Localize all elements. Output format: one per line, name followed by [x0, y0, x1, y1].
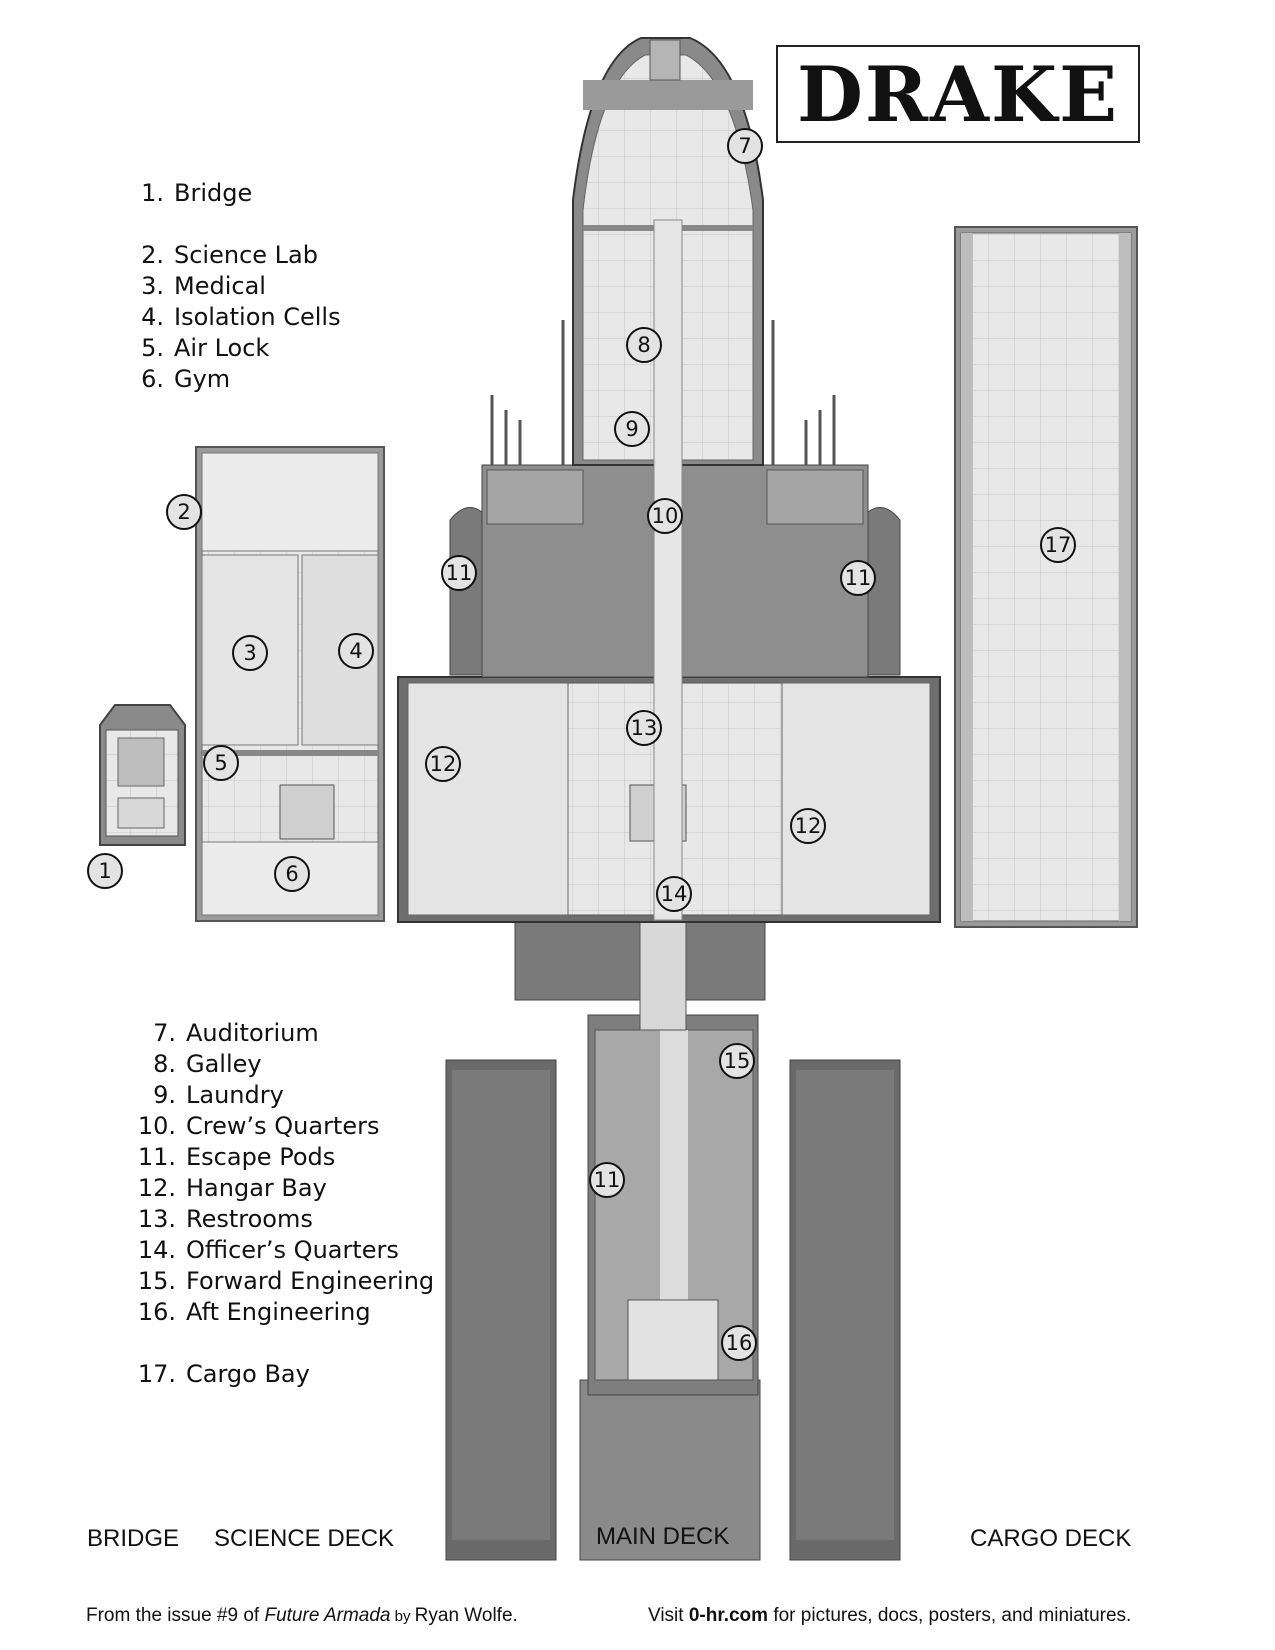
marker-11-left: 11: [441, 555, 477, 591]
marker-6: 6: [274, 856, 310, 892]
svg-text:1: 1: [98, 859, 111, 883]
legend-item: 2.Science Lab: [141, 241, 318, 269]
svg-text:9: 9: [625, 417, 638, 441]
legend-item: 1.Bridge: [141, 179, 253, 207]
ship-title: DRAKE: [796, 49, 1119, 139]
marker-14: 14: [656, 876, 692, 912]
svg-text:8: 8: [637, 333, 650, 357]
marker-16: 16: [721, 1325, 757, 1361]
legend-top: 1.Bridge 2.Science Lab 3.Medical 4.Isola…: [120, 178, 341, 395]
marker-15: 15: [719, 1043, 755, 1079]
svg-text:15: 15: [724, 1049, 751, 1073]
legend-item: 11.Escape Pods: [137, 1143, 336, 1171]
legend-item: 3.Medical: [141, 272, 266, 300]
legend-item: 8.Galley: [153, 1050, 262, 1078]
marker-3: 3: [232, 635, 268, 671]
footer-visit: Visit 0-hr.com for pictures, docs, poste…: [648, 1605, 1132, 1626]
svg-text:12: 12: [430, 752, 457, 776]
svg-text:11: 11: [446, 561, 473, 585]
legend-item: 15.Forward Engineering: [137, 1267, 435, 1295]
marker-8: 8: [626, 327, 662, 363]
deck-label-main: MAIN DECK: [596, 1523, 730, 1550]
science-deck: [195, 446, 385, 922]
legend-item: 17.Cargo Bay: [137, 1360, 310, 1388]
svg-text:2: 2: [177, 500, 190, 524]
site-link[interactable]: 0-hr.com: [688, 1605, 769, 1626]
footer-credit: From the issue #9 of Future Armada by Ry…: [86, 1605, 518, 1626]
marker-7: 7: [727, 128, 763, 164]
main-deck: [397, 37, 941, 1561]
marker-10: 10: [647, 498, 683, 534]
publication-title: Future Armada: [264, 1605, 391, 1626]
legend-item: 12.Hangar Bay: [137, 1174, 327, 1202]
svg-text:6: 6: [285, 862, 298, 886]
svg-text:11: 11: [845, 566, 872, 590]
room-markers: 1 2 3 4 5 6 7 8 9 10 11 11 11 12 12 13 1…: [87, 128, 1076, 1361]
legend-item: 16.Aft Engineering: [137, 1298, 371, 1326]
legend-item: 14.Officer’s Quarters: [137, 1236, 399, 1264]
marker-11-aft: 11: [589, 1162, 625, 1198]
legend-item: 4.Isolation Cells: [141, 303, 341, 331]
legend-item: 6.Gym: [141, 365, 231, 393]
marker-1: 1: [87, 853, 123, 889]
marker-13: 13: [626, 710, 662, 746]
marker-17: 17: [1040, 527, 1076, 563]
svg-text:4: 4: [349, 639, 362, 663]
deck-label-cargo: CARGO DECK: [970, 1525, 1132, 1552]
bridge-deck: [99, 704, 186, 846]
cargo-deck: [954, 226, 1138, 928]
marker-4: 4: [338, 633, 374, 669]
legend-item: 5.Air Lock: [141, 334, 270, 362]
svg-text:3: 3: [243, 641, 256, 665]
title-box: DRAKE: [776, 45, 1140, 143]
marker-12-left: 12: [425, 746, 461, 782]
deck-label-bridge: BRIDGE: [87, 1525, 180, 1552]
svg-text:13: 13: [631, 716, 658, 740]
svg-text:10: 10: [652, 504, 679, 528]
svg-text:7: 7: [738, 134, 751, 158]
marker-9: 9: [614, 411, 650, 447]
marker-11-right: 11: [840, 560, 876, 596]
svg-text:5: 5: [214, 751, 227, 775]
marker-2: 2: [166, 494, 202, 530]
legend-bottom: 7.Auditorium 8.Galley 9.Laundry 10.Crew’…: [132, 1018, 434, 1390]
svg-text:17: 17: [1045, 533, 1072, 557]
svg-text:12: 12: [795, 814, 822, 838]
marker-12-right: 12: [790, 808, 826, 844]
legend-item: 7.Auditorium: [153, 1019, 319, 1047]
legend-item: 9.Laundry: [153, 1081, 284, 1109]
svg-text:11: 11: [594, 1168, 621, 1192]
deck-label-science: SCIENCE DECK: [214, 1525, 395, 1552]
marker-5: 5: [203, 745, 239, 781]
legend-item: 10.Crew’s Quarters: [137, 1112, 380, 1140]
legend-item: 13.Restrooms: [137, 1205, 313, 1233]
svg-text:14: 14: [661, 882, 688, 906]
svg-text:16: 16: [726, 1331, 753, 1355]
